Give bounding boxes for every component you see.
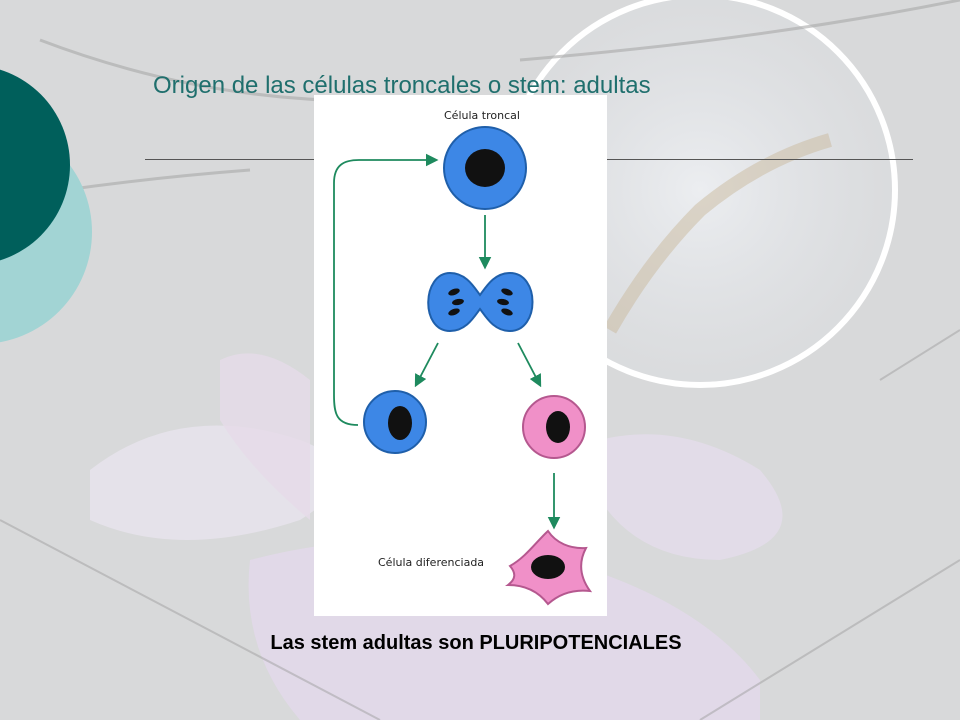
background-diagonal-lines (0, 329, 960, 720)
chromosome-6 (501, 308, 513, 316)
stem-cell-top-nucleus (465, 149, 505, 187)
background-chromosome-mid (220, 353, 310, 520)
cell-division-diagram: Célula troncal (333, 109, 593, 606)
label-stem-cell: Célula troncal (444, 109, 520, 122)
dividing-cell-membrane (427, 271, 534, 333)
pink-daughter-nucleus (546, 411, 570, 443)
accent-circle-dark (0, 69, 70, 261)
arrow-to-pink-daughter (517, 342, 542, 388)
differentiated-cell (505, 529, 593, 606)
stem-cell-top (443, 126, 527, 210)
self-renewal-arrow (333, 153, 439, 426)
differentiated-cell-nucleus (531, 555, 565, 579)
background-chromosome-right (600, 434, 783, 560)
chromosome-3 (448, 308, 460, 316)
background-dna-helix (603, 133, 832, 334)
chromosome-2 (452, 298, 464, 306)
stem-daughter-nucleus (388, 406, 412, 440)
slide-caption: Las stem adultas son PLURIPOTENCIALES (270, 632, 682, 654)
chromosome-5 (497, 298, 509, 306)
stem-daughter-cell (363, 390, 427, 454)
arrow-to-stem-daughter (414, 342, 439, 388)
slide-title: Origen de las células troncales o stem: … (153, 72, 651, 99)
label-differentiated-cell: Célula diferenciada (378, 556, 484, 569)
chromosome-1 (448, 288, 460, 296)
pink-daughter-cell (522, 395, 586, 459)
dividing-cell (427, 271, 534, 333)
chromosome-4 (501, 288, 513, 296)
diagram-panel: Célula troncal (314, 95, 607, 616)
